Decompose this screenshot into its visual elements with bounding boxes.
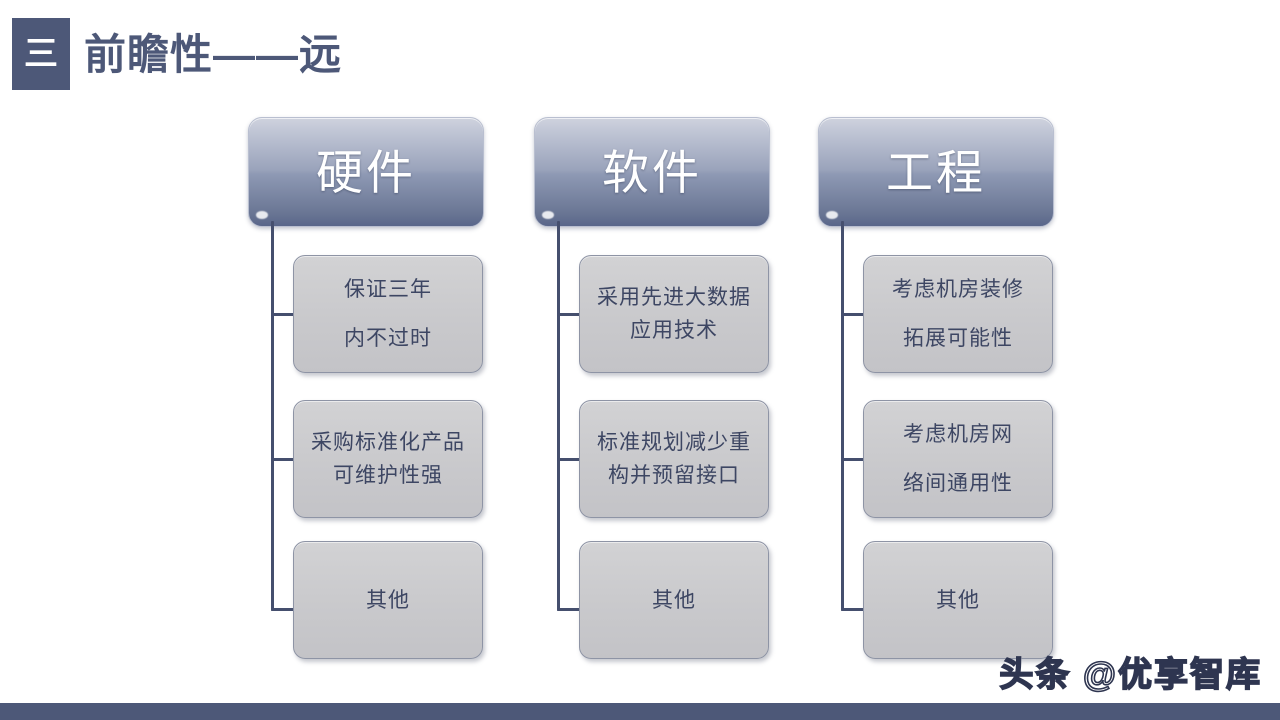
connector-trunk xyxy=(271,221,274,611)
detail-box[interactable]: 其他 xyxy=(863,541,1053,659)
page-title: 前瞻性——远 xyxy=(84,31,343,78)
footer-bar xyxy=(0,703,1280,720)
diagram-column-software: 软件 采用先进大数据 应用技术 标准规划减少重 构并预留接口 其他 xyxy=(534,117,770,659)
connector-branch xyxy=(841,608,865,611)
detail-box[interactable]: 采用先进大数据 应用技术 xyxy=(579,255,769,373)
category-box-engineering[interactable]: 工程 xyxy=(818,117,1054,227)
section-number-label: 三 xyxy=(24,35,58,73)
detail-box[interactable]: 其他 xyxy=(293,541,483,659)
detail-line: 构并预留接口 xyxy=(608,464,740,487)
detail-line: 采用先进大数据 xyxy=(597,286,751,309)
category-box-hardware[interactable]: 硬件 xyxy=(248,117,484,227)
category-label: 工程 xyxy=(886,145,986,199)
detail-line: 考虑机房网 xyxy=(903,423,1013,446)
detail-box[interactable]: 标准规划减少重 构并预留接口 xyxy=(579,400,769,518)
connector-branch xyxy=(557,313,581,316)
detail-box[interactable]: 考虑机房装修 拓展可能性 xyxy=(863,255,1053,373)
connector-branch xyxy=(557,608,581,611)
detail-line: 标准规划减少重 xyxy=(597,431,751,454)
connector-branch xyxy=(557,458,581,461)
connector-branch xyxy=(271,313,295,316)
connector-branch xyxy=(271,458,295,461)
detail-line: 采购标准化产品 xyxy=(311,431,465,454)
detail-line: 保证三年 xyxy=(344,278,432,301)
detail-box[interactable]: 采购标准化产品 可维护性强 xyxy=(293,400,483,518)
detail-box[interactable]: 保证三年 内不过时 xyxy=(293,255,483,373)
connector-branch xyxy=(841,458,865,461)
category-box-software[interactable]: 软件 xyxy=(534,117,770,227)
detail-line: 内不过时 xyxy=(344,327,432,350)
detail-line: 应用技术 xyxy=(630,319,718,342)
detail-box[interactable]: 其他 xyxy=(579,541,769,659)
detail-line: 考虑机房装修 xyxy=(892,278,1024,301)
diagram-column-engineering: 工程 考虑机房装修 拓展可能性 考虑机房网 络间通用性 其他 xyxy=(818,117,1054,659)
detail-line: 其他 xyxy=(652,588,696,612)
detail-line: 拓展可能性 xyxy=(903,327,1013,350)
category-label: 硬件 xyxy=(316,145,416,199)
watermark: 头条 @优享智库 xyxy=(999,656,1262,694)
detail-box[interactable]: 考虑机房网 络间通用性 xyxy=(863,400,1053,518)
connector-trunk xyxy=(841,221,844,611)
connector-branch xyxy=(841,313,865,316)
section-number-badge: 三 xyxy=(12,18,70,90)
slide-header: 三 前瞻性——远 xyxy=(0,0,1280,110)
category-label: 软件 xyxy=(602,145,702,199)
detail-line: 其他 xyxy=(936,588,980,612)
detail-line: 可维护性强 xyxy=(333,464,443,487)
connector-branch xyxy=(271,608,295,611)
connector-trunk xyxy=(557,221,560,611)
detail-line: 络间通用性 xyxy=(903,472,1013,495)
detail-line: 其他 xyxy=(366,588,410,612)
diagram-column-hardware: 硬件 保证三年 内不过时 采购标准化产品 可维护性强 其他 xyxy=(248,117,484,659)
